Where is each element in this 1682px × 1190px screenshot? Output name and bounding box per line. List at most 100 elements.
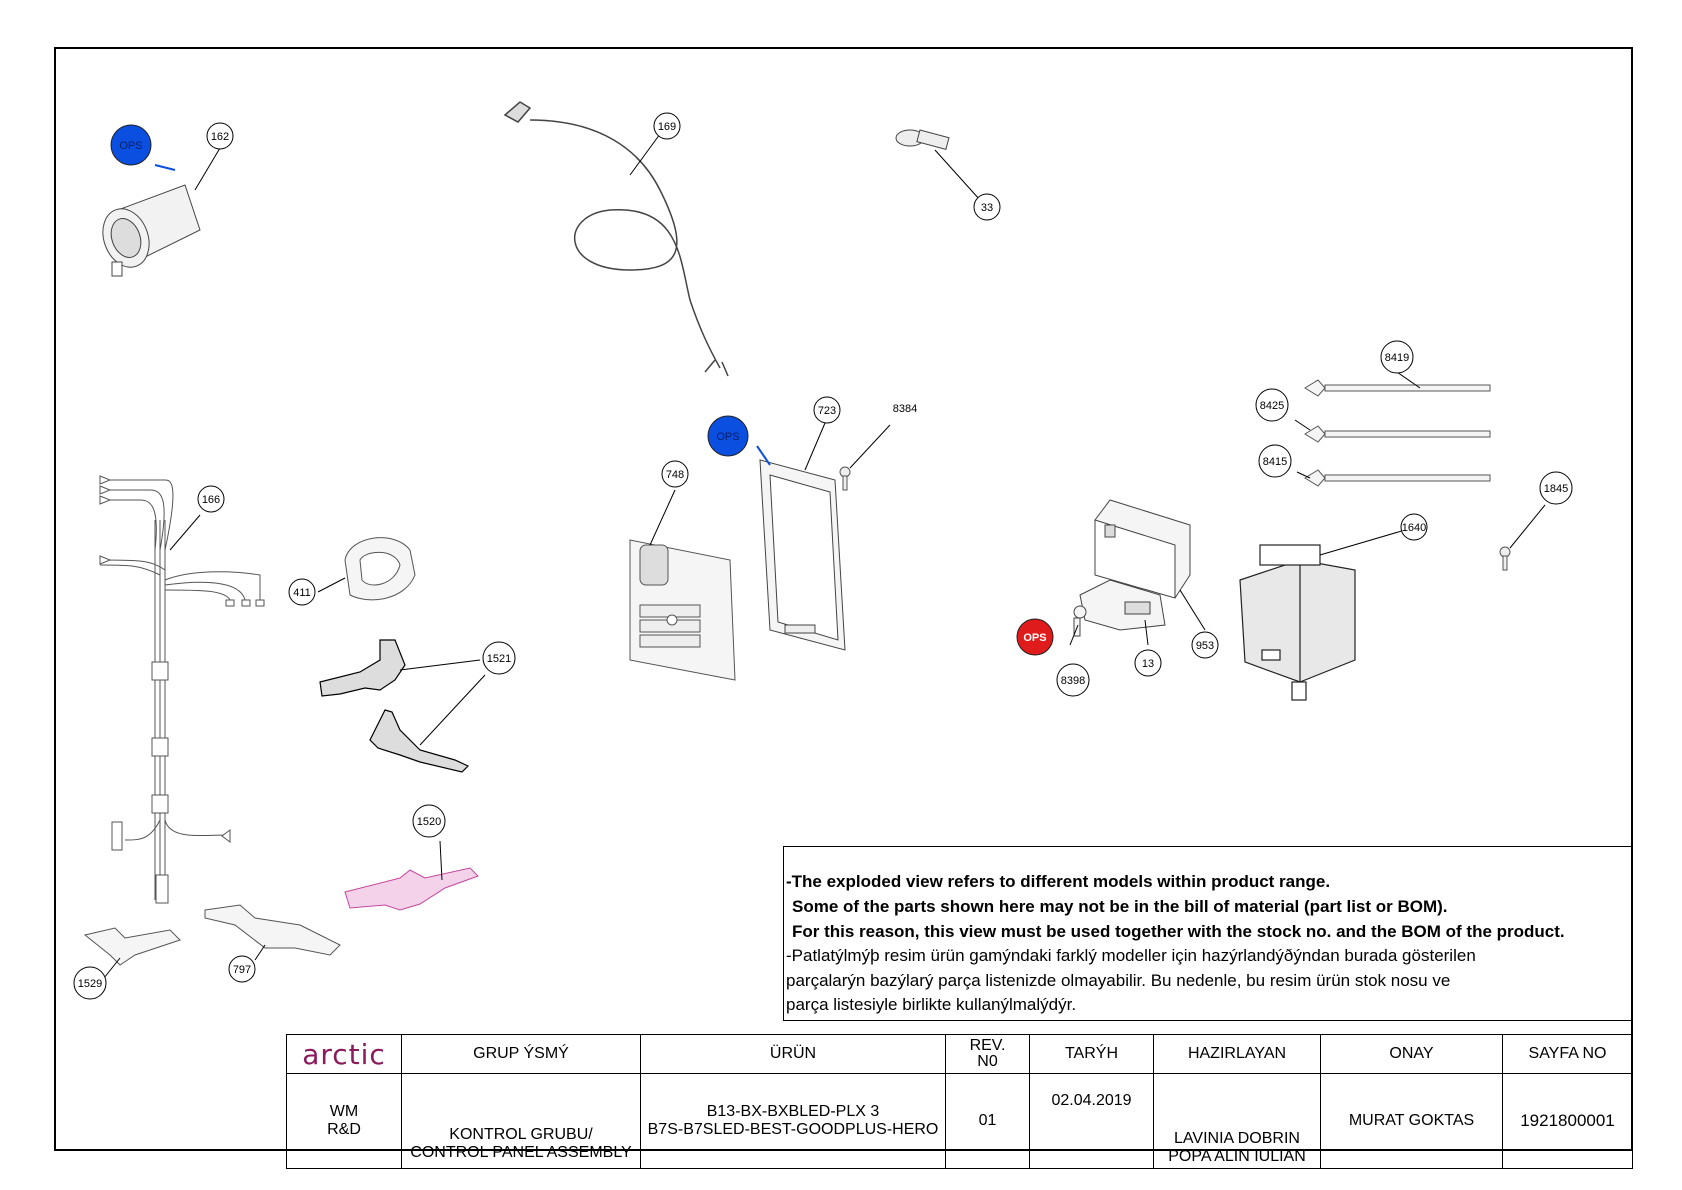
callout-label: 33 [981, 202, 993, 214]
leader-line [194, 147, 221, 191]
leader-line [849, 424, 891, 469]
callout-1640: 1640 [1400, 513, 1428, 541]
callout-circle [288, 578, 316, 606]
callout-797: 797 [228, 955, 256, 983]
callout-circle [1255, 388, 1289, 422]
callout-circle [653, 112, 681, 140]
callout-label: 8419 [1385, 352, 1409, 364]
leader-line [154, 164, 176, 171]
callout-label: 166 [202, 494, 220, 506]
note-en-line: Some of the parts shown here may not be … [792, 897, 1448, 916]
part-holder [344, 537, 416, 601]
callout-label: 8415 [1263, 456, 1287, 468]
callout-33: 33 [973, 193, 1001, 221]
notes-box: -The exploded view refers to different m… [783, 846, 1632, 1021]
group-name: KONTROL GRUBU/ CONTROL PANEL ASSEMBLY [401, 1073, 641, 1169]
callout-circle [973, 193, 1001, 221]
part-mains-cable [503, 101, 729, 377]
ops-badge: OPS [707, 415, 749, 457]
product-name: B13-BX-BXBLED-PLX 3 B7S-B7SLED-BEST-GOOD… [640, 1073, 946, 1169]
leader-line [439, 840, 443, 881]
page-number: 1921800001 [1502, 1073, 1633, 1169]
leader-line [1294, 419, 1311, 431]
leader-line [804, 422, 826, 471]
title-block: arctic GRUP ÝSMÝ ÜRÜN REV. N0 TARÝH HAZI… [286, 1034, 1633, 1169]
header-page: SAYFA NO [1502, 1034, 1633, 1074]
prepared-by: LAVINIA DOBRIN POPA ALIN IULIAN [1153, 1073, 1321, 1169]
callout-circle [1134, 649, 1162, 677]
company-logo: arctic [286, 1034, 402, 1074]
header-rev: REV. N0 [945, 1034, 1030, 1074]
callout-label: 1845 [1544, 483, 1568, 495]
part-wiring-harness [99, 475, 265, 904]
callout-circle [482, 641, 516, 675]
callout-circle [1380, 340, 1414, 374]
note-tr-line: -Patlatýlmýþ resim ürün gamýndaki farklý… [786, 946, 1476, 965]
part-screw [1499, 546, 1511, 571]
callout-label: 8384 [893, 403, 917, 415]
callout-label: 169 [658, 121, 676, 133]
callout-label: 8425 [1260, 400, 1284, 412]
callout-label: 1521 [487, 653, 511, 665]
callout-953: 953 [1191, 631, 1219, 659]
leader-line [399, 659, 481, 671]
part-screw [839, 466, 851, 491]
callout-13: 13 [1134, 649, 1162, 677]
leader-line [1509, 504, 1546, 549]
revision-number: 01 [945, 1073, 1030, 1169]
leader-line [169, 514, 201, 551]
part-bracket [83, 927, 181, 966]
ops-badge-circle [707, 415, 749, 457]
part-bracket [204, 904, 341, 956]
header-group: GRUP ÝSMÝ [401, 1034, 641, 1074]
ops-badge-circle [1016, 618, 1054, 656]
callout-bubbles: 162 169 33 166 411 1521 1520 1529 797 748 723 8384 8… [73, 112, 1573, 1000]
part-levers [319, 639, 470, 773]
callout-label: 1640 [1402, 522, 1426, 534]
callout-label: 723 [818, 405, 836, 417]
callout-1845: 1845 [1539, 471, 1573, 505]
approved-by: MURAT GOKTAS [1320, 1073, 1503, 1169]
date-value: 02.04.2019 [1029, 1073, 1154, 1169]
callout-8419: 8419 [1380, 340, 1414, 374]
callout-1520: 1520 [412, 804, 446, 838]
part-door-interlock [1239, 544, 1356, 701]
note-tr-line: parça listesiyle birlikte kullanýlmalýdý… [786, 995, 1077, 1014]
leader-line [1319, 529, 1406, 556]
part-latch [344, 867, 479, 911]
callout-circle [228, 955, 256, 983]
callout-label: 13 [1142, 658, 1154, 670]
note-en-line: -The exploded view refers to different m… [786, 872, 1331, 891]
callout-1521: 1521 [482, 641, 516, 675]
callout-label: 411 [293, 587, 311, 599]
leader-line [254, 944, 266, 961]
leader-line [1296, 471, 1311, 479]
leader-line [1069, 624, 1079, 646]
part-cable-clamp [895, 129, 950, 150]
callout-label: 797 [233, 964, 251, 976]
part-pcb [629, 539, 736, 681]
callout-label: 748 [666, 469, 684, 481]
callout-label: 953 [1196, 640, 1214, 652]
ops-badge-label: OPS [1023, 632, 1046, 644]
callout-1529: 1529 [73, 966, 107, 1000]
note-en-line: For this reason, this view must be used … [792, 922, 1565, 941]
callout-circle [1191, 631, 1219, 659]
header-date: TARÝH [1029, 1034, 1154, 1074]
callout-circle [1400, 513, 1428, 541]
callout-circle [661, 460, 689, 488]
ops-badge: OPS [1016, 618, 1054, 656]
leader-line [756, 445, 771, 466]
ops-badges: OPS OPS OPS [110, 124, 1054, 656]
ops-badge: OPS [110, 124, 152, 166]
callout-label: 1520 [417, 816, 441, 828]
part-frame [759, 459, 846, 651]
callout-label: 162 [211, 131, 229, 143]
callout-circle [813, 396, 841, 424]
leader-line [1396, 371, 1421, 389]
callout-411: 411 [288, 578, 316, 606]
header-prepared: HAZIRLAYAN [1153, 1034, 1321, 1074]
leader-line [317, 577, 346, 593]
leader-line [1179, 589, 1206, 631]
